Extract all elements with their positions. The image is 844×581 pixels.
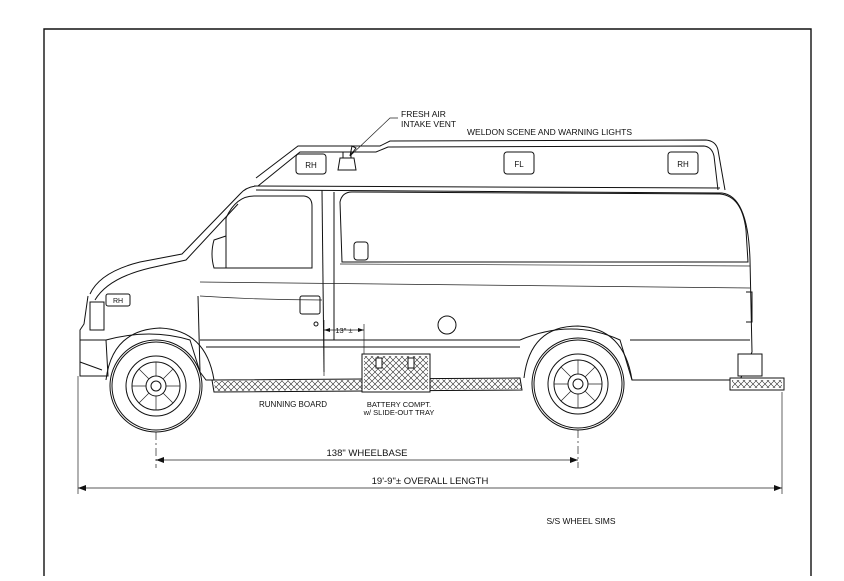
light-mid-label: FL xyxy=(514,160,524,169)
battery-label-line1: BATTERY COMPT. xyxy=(367,400,431,409)
step-dimension: 13" ± xyxy=(323,320,365,376)
fresh-air-label-line2: INTAKE VENT xyxy=(401,119,456,129)
fresh-air-leader xyxy=(349,117,398,157)
headlight: RH xyxy=(105,293,131,307)
drawing-title: S/S WHEEL SIMS xyxy=(546,516,615,526)
front-wheel xyxy=(109,339,203,433)
battery-compartment xyxy=(361,353,431,393)
step-dim-label: 13" ± xyxy=(335,326,352,335)
rear-wheel xyxy=(531,337,625,431)
warning-lights: RH FL RH xyxy=(295,151,699,175)
running-board-label: RUNNING BOARD xyxy=(259,400,327,409)
drawing-border xyxy=(43,28,812,576)
wheelbase-label: 138" WHEELBASE xyxy=(327,448,408,459)
van-body xyxy=(79,139,785,391)
wheelbase-dimension: 138" WHEELBASE xyxy=(155,430,579,468)
light-front-label: RH xyxy=(305,161,317,170)
light-rear-label: RH xyxy=(677,160,689,169)
overall-length-dimension: 19'-9"± OVERALL LENGTH xyxy=(77,376,783,494)
fresh-air-label-line1: FRESH AIR xyxy=(401,109,446,119)
headlight-label: RH xyxy=(113,298,123,305)
warning-lights-label: WELDON SCENE AND WARNING LIGHTS xyxy=(467,127,632,137)
overall-length-label: 19'-9"± OVERALL LENGTH xyxy=(372,476,489,487)
battery-label-line2: w/ SLIDE-OUT TRAY xyxy=(363,408,435,417)
